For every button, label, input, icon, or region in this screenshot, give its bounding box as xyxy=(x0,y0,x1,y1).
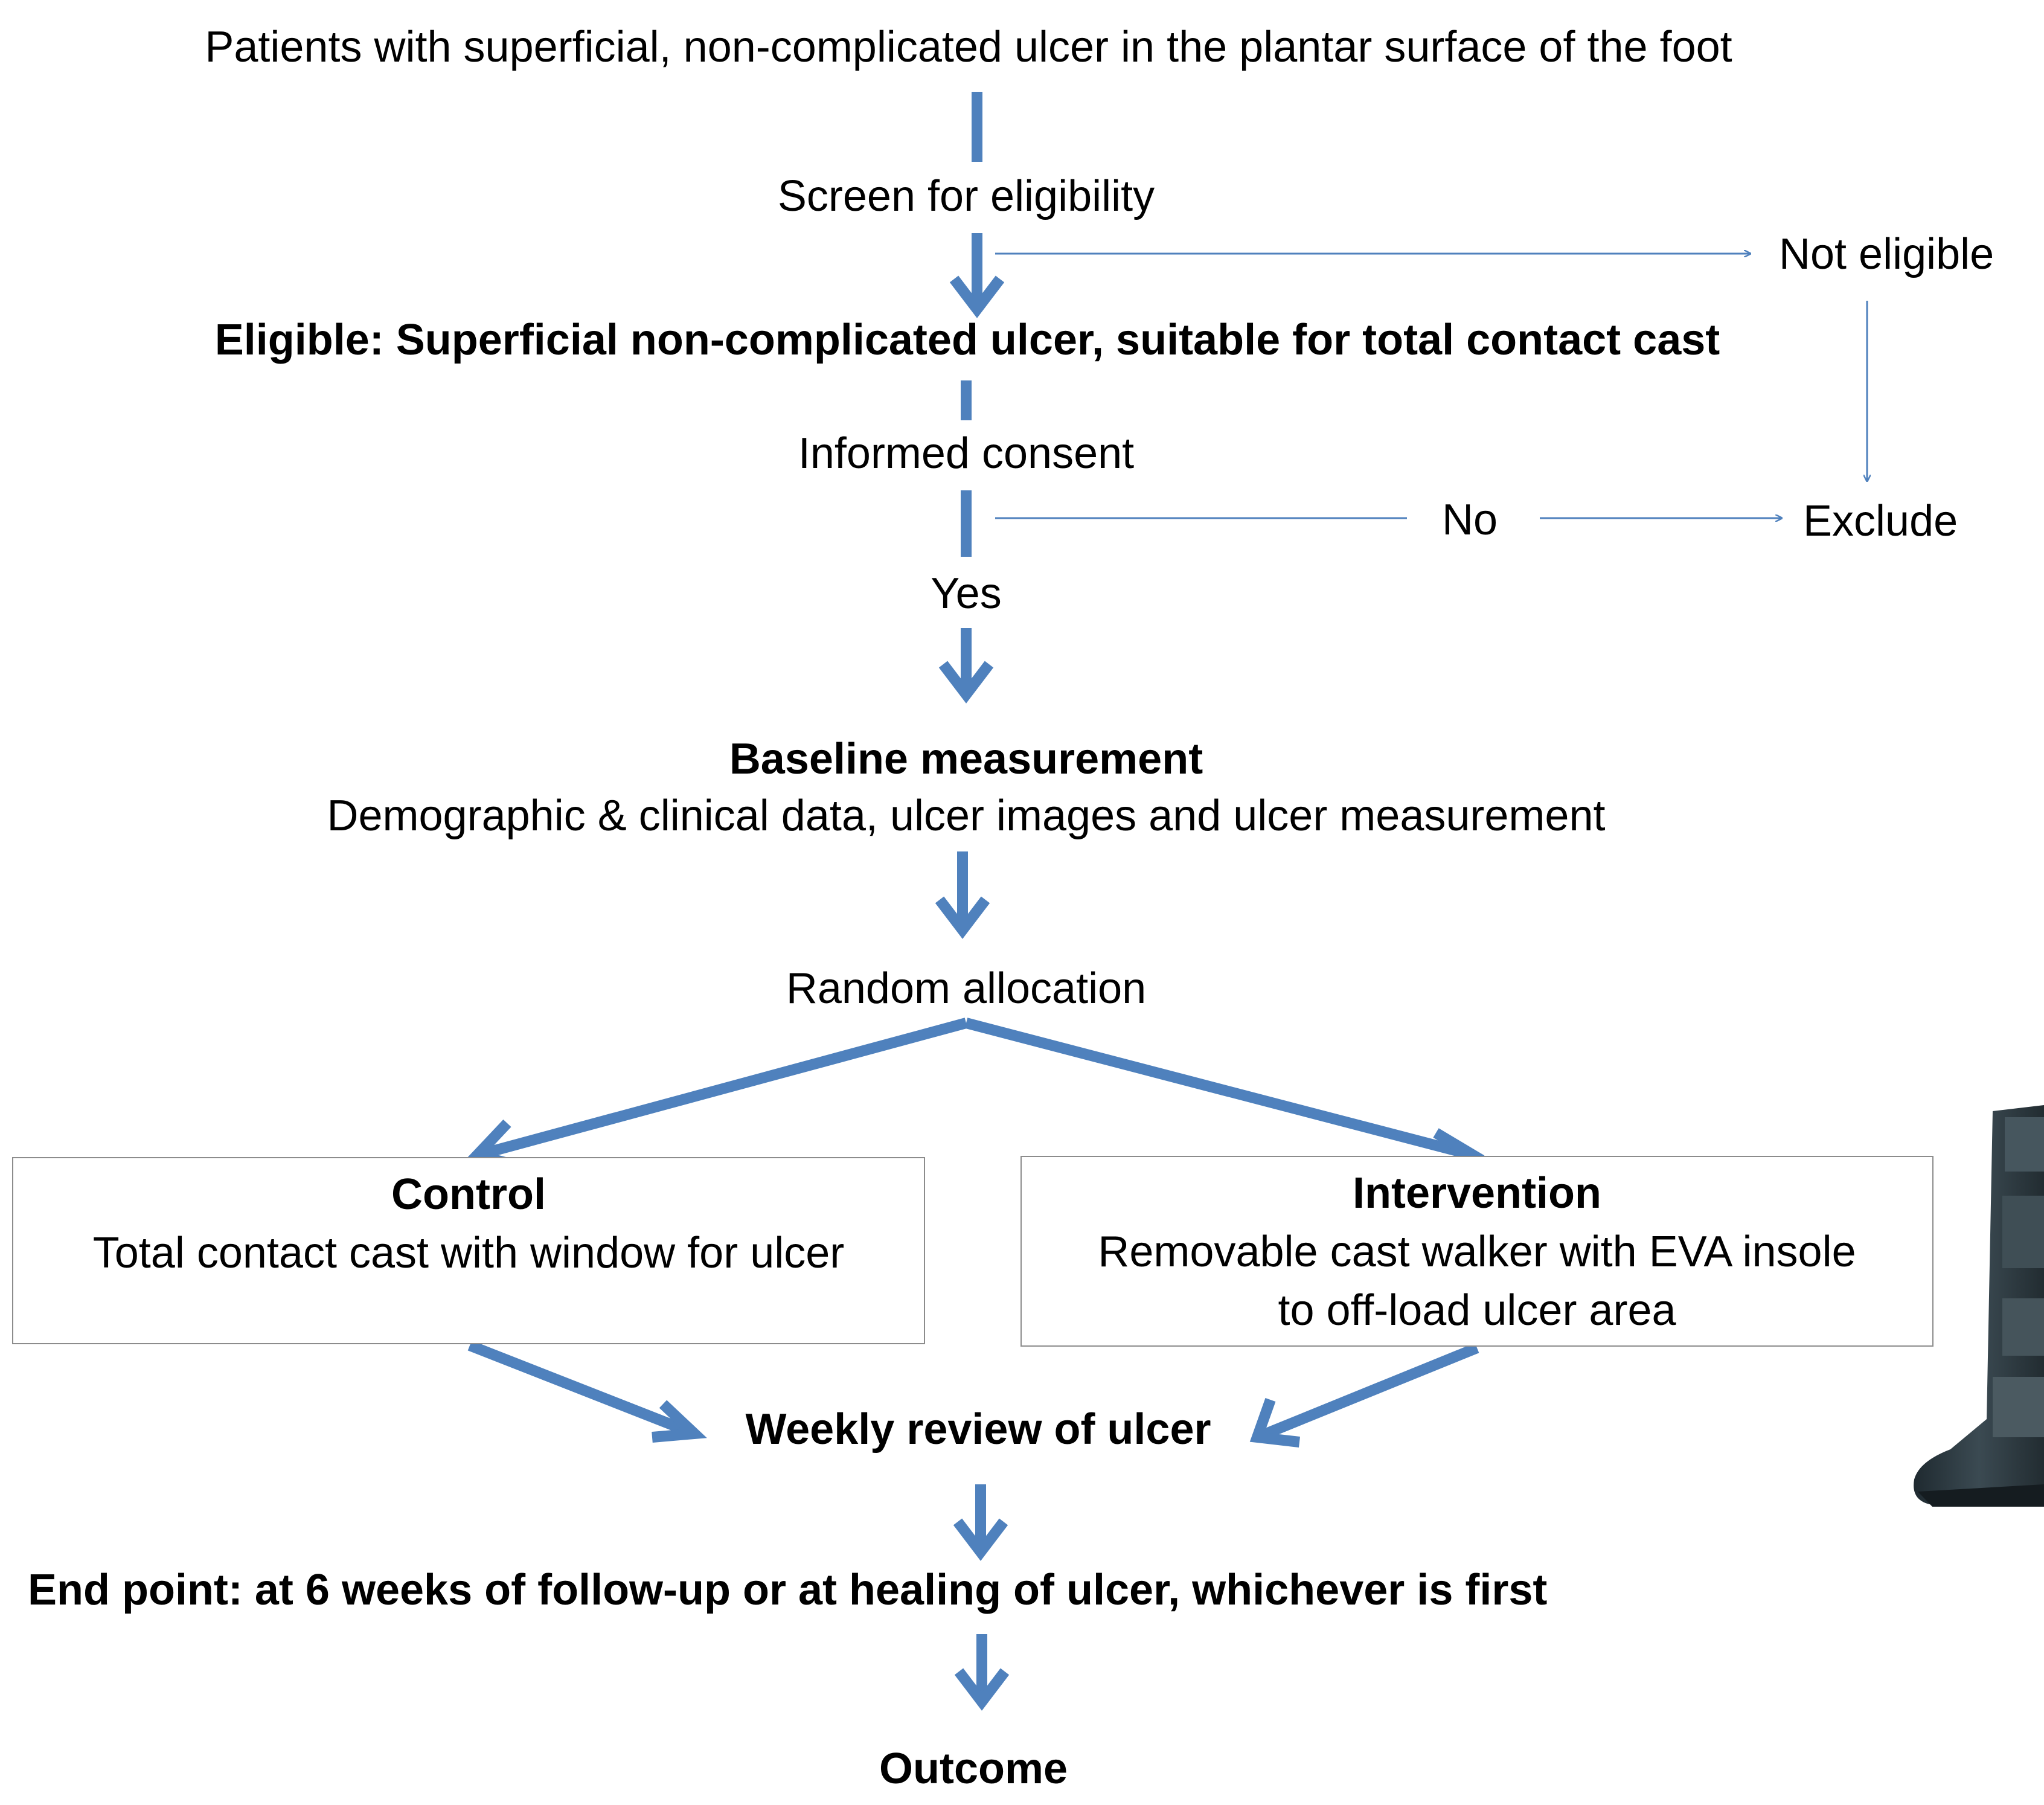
arrow-screen-to-eligible xyxy=(949,233,1005,318)
arrow-weekly-to-endpoint xyxy=(953,1484,1008,1561)
arrow-endpoint-to-outcome xyxy=(954,1634,1010,1711)
intervention-description-line-1: Removable cast walker with EVA insole xyxy=(1098,1228,1856,1277)
intervention-title: Intervention xyxy=(1352,1169,1602,1217)
intervention-description-line-2: to off-load ulcer area xyxy=(1278,1286,1676,1335)
cast-walker-boot-image xyxy=(1914,1105,2044,1507)
no-label: No xyxy=(1442,496,1498,544)
arrow-control-to-weekly xyxy=(467,1340,707,1443)
screen-eligibility-label: Screen for eligibility xyxy=(777,172,1155,220)
arrow-intervention-to-weekly xyxy=(1249,1342,1479,1448)
arrow-yes-to-baseline xyxy=(938,628,994,704)
baseline-title: Baseline measurement xyxy=(729,735,1203,783)
exclude-label: Exclude xyxy=(1803,497,1958,545)
yes-label: Yes xyxy=(931,569,1002,618)
arrow-baseline-to-random xyxy=(935,851,990,939)
random-allocation-label: Random allocation xyxy=(786,964,1147,1013)
population-label: Patients with superficial, non-complicat… xyxy=(205,23,1732,71)
intervention-box: Intervention Removable cast walker with … xyxy=(1020,1156,1933,1347)
control-title: Control xyxy=(391,1170,546,1219)
weekly-review-label: Weekly review of ulcer xyxy=(745,1405,1211,1454)
informed-consent-label: Informed consent xyxy=(798,429,1135,478)
control-description: Total contact cast with window for ulcer xyxy=(92,1229,845,1278)
not-eligible-label: Not eligible xyxy=(1779,230,1994,278)
eligible-label: Eligible: Superficial non-complicated ul… xyxy=(214,316,1720,364)
baseline-detail: Demographic & clinical data, ulcer image… xyxy=(327,792,1606,840)
end-point-label: End point: at 6 weeks of follow-up or at… xyxy=(28,1566,1548,1614)
outcome-label: Outcome xyxy=(879,1745,1068,1793)
arrow-random-to-control xyxy=(466,1018,968,1171)
arrow-random-to-intervention xyxy=(964,1018,1485,1177)
control-box: Control Total contact cast with window f… xyxy=(12,1157,925,1344)
